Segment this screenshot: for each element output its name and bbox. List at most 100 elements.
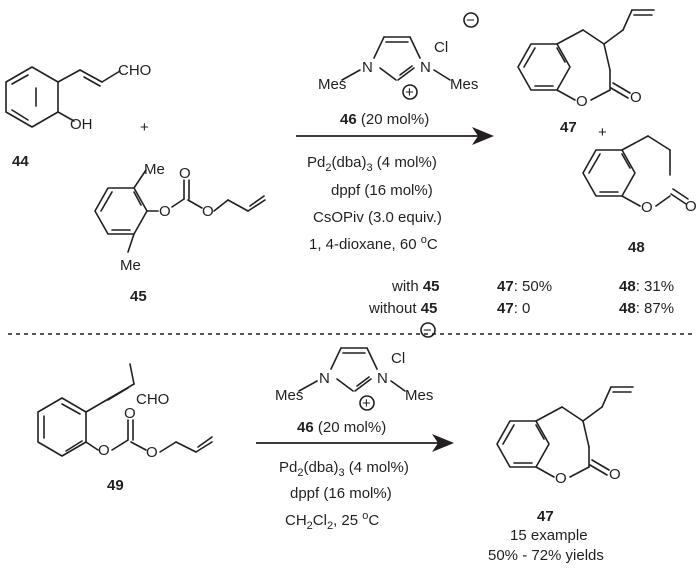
o-label-carbonyl-48: O: [685, 198, 697, 215]
imidazolium-charge-bottom: +: [362, 395, 371, 412]
o-label-49-carbonyl: O: [124, 405, 136, 422]
pd-text-b: Pd: [279, 459, 297, 476]
compound-45-label: 45: [130, 288, 147, 305]
n-label-right-top: N: [420, 59, 431, 76]
cho-label: CHO: [118, 62, 151, 79]
pd-loading: (4 mol%): [373, 154, 437, 171]
yield-row-without-47: 47: 0: [497, 300, 530, 317]
o-label-49-ether2: O: [146, 444, 158, 461]
structure-47-top: [517, 9, 655, 101]
dba-sub: 3: [367, 162, 373, 174]
chloride-charge-bottom: −: [423, 322, 432, 339]
reaction-arrow-top: [296, 127, 494, 145]
structure-46-bottom: [298, 322, 436, 411]
plus-sign-top: +: [140, 119, 149, 136]
compound-47-label-top: 47: [560, 119, 577, 136]
n-label-left-top: N: [362, 59, 373, 76]
yield-row-without-48: 48: 87%: [619, 300, 674, 317]
pd-sub-b: 2: [297, 467, 303, 479]
without-47-cmpd: 47: [497, 300, 514, 317]
o-label-49-ether1: O: [98, 442, 110, 459]
pd-sub: 2: [325, 162, 331, 174]
cl-sub: 2: [327, 520, 333, 532]
without-47-val: : 0: [514, 300, 531, 317]
conditions-pd-bottom: Pd2(dba)3 (4 mol%): [279, 459, 409, 479]
n-label-right-bottom: N: [377, 370, 388, 387]
with-text: with: [391, 278, 423, 295]
o-label-ring-47-top: O: [576, 93, 588, 110]
mes-label-left-top: Mes: [318, 76, 346, 93]
imidazolium-charge-top: +: [405, 84, 414, 101]
mes-label-right-bottom: Mes: [405, 387, 433, 404]
yield-row-with-48: 48: 31%: [619, 278, 674, 295]
scope-note-yields: 50% - 72% yields: [488, 547, 604, 564]
chloride-charge-top: −: [466, 12, 475, 29]
o-label-carbonyl-47-top: O: [630, 89, 642, 106]
compound-49-label: 49: [107, 477, 124, 494]
cl-label-bottom: Cl: [391, 350, 405, 367]
structure-46-top: [341, 12, 479, 100]
mes-label-right-top: Mes: [450, 76, 478, 93]
plus-sign-products: +: [598, 124, 607, 141]
scope-note-count: 15 example: [510, 527, 588, 544]
without-48-cmpd: 48: [619, 300, 636, 317]
o-label-ether2: O: [202, 203, 214, 220]
cho-label-bottom: CHO: [136, 391, 169, 408]
with-47-val: : 50%: [514, 278, 552, 295]
without-48-val: : 87%: [636, 300, 674, 317]
reaction-arrow-bottom: [256, 434, 454, 452]
cl-label-top: Cl: [434, 39, 448, 56]
compound-47-label-bottom: 47: [537, 508, 554, 525]
yield-row-with-47: 47: 50%: [497, 278, 552, 295]
dba-text: (dba): [331, 154, 366, 171]
solvent-text: 1, 4-dioxane, 60: [309, 236, 421, 253]
cl-text: Cl: [313, 512, 327, 529]
ch-sub: 2: [307, 520, 313, 532]
catalyst-line-bottom: 46 (20 mol%): [297, 419, 386, 436]
structure-49: [37, 363, 213, 457]
structure-48: [582, 135, 689, 207]
conditions-dppf-top: dppf (16 mol%): [331, 182, 433, 199]
with-cmpd: 45: [423, 278, 440, 295]
o-label-ring-48: O: [641, 199, 653, 216]
compound-48-label: 48: [628, 239, 645, 256]
with-48-val: : 31%: [636, 278, 674, 295]
celsius-text-b: C: [368, 512, 379, 529]
structure-44: [5, 66, 121, 128]
conditions-base-top: CsOPiv (3.0 equiv.): [313, 209, 442, 226]
n-label-left-bottom: N: [319, 370, 330, 387]
o-label-carbonyl-47-bottom: O: [609, 466, 621, 483]
conditions-pd-top: Pd2(dba)3 (4 mol%): [307, 154, 437, 174]
ch-text: CH: [285, 512, 307, 529]
oh-label: OH: [70, 116, 93, 133]
catalyst-loading-bottom: (20 mol%): [314, 419, 387, 436]
structure-47-bottom: [496, 386, 634, 478]
degree-sup: o: [421, 234, 427, 246]
catalyst-loading-top: (20 mol%): [357, 111, 430, 128]
degree-sup-b: o: [362, 510, 368, 522]
conditions-solvent-bottom: CH2Cl2, 25 oC: [285, 510, 379, 532]
catalyst-46-ref-top: 46: [340, 111, 357, 128]
compound-44-label: 44: [12, 153, 29, 170]
mes-label-left-bottom: Mes: [275, 387, 303, 404]
o-label-carbonyl: O: [179, 165, 191, 182]
pd-text: Pd: [307, 154, 325, 171]
catalyst-line-top: 46 (20 mol%): [340, 111, 429, 128]
o-label-ring-47-bottom: O: [555, 470, 567, 487]
temp-text: , 25: [333, 512, 362, 529]
conditions-solvent-top: 1, 4-dioxane, 60 oC: [309, 234, 438, 253]
pd-loading-b: (4 mol%): [345, 459, 409, 476]
structure-45: [94, 169, 266, 253]
celsius-text: C: [427, 236, 438, 253]
catalyst-46-ref-bottom: 46: [297, 419, 314, 436]
yield-row-without-label: without 45: [368, 300, 437, 317]
yield-row-with-label: with 45: [391, 278, 440, 295]
me-label-lower: Me: [120, 257, 141, 274]
without-text: without: [368, 300, 421, 317]
dba-sub-b: 3: [339, 467, 345, 479]
o-label-ether1: O: [159, 203, 171, 220]
me-label-upper: Me: [144, 161, 165, 178]
dba-text-b: (dba): [303, 459, 338, 476]
with-48-cmpd: 48: [619, 278, 636, 295]
